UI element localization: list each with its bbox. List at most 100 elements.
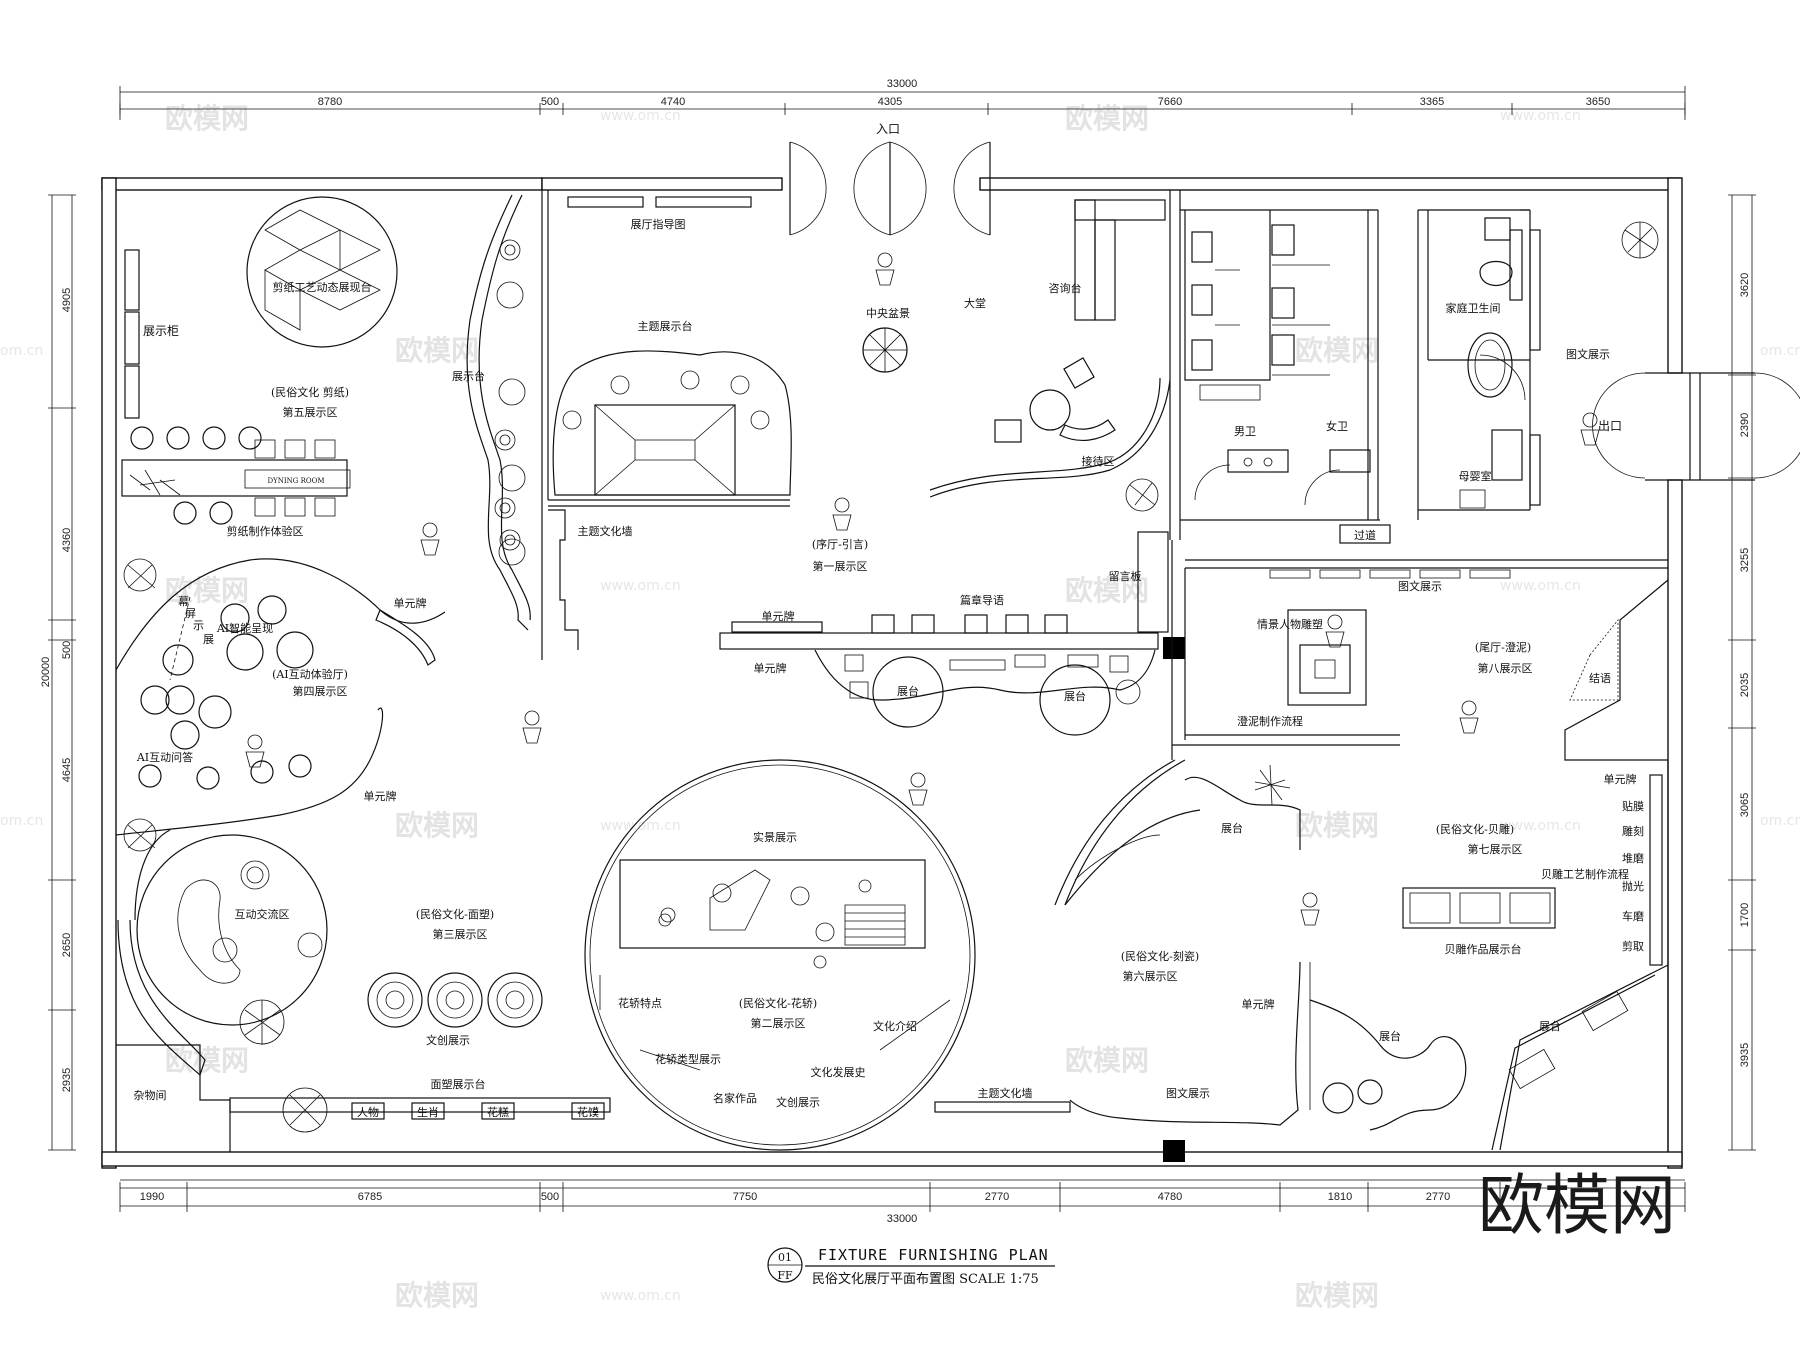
unit-sign-label-4: 单元牌 bbox=[364, 789, 397, 803]
graphic-panel[interactable] bbox=[1529, 434, 1541, 506]
dough-tag-group: 人物 生肖 花糕 花馍 bbox=[351, 1102, 605, 1120]
dim-bottom-7: 1810 bbox=[1328, 1191, 1352, 1203]
title-block: 01 FF FIXTURE FURNISHING PLAN 民俗文化展厅平面布置… bbox=[767, 1246, 1055, 1287]
corridor-sign bbox=[1339, 524, 1391, 544]
watermark-site: www.om.cn bbox=[600, 1288, 681, 1304]
drawing-code: FF bbox=[777, 1269, 793, 1282]
display-cabinet[interactable] bbox=[124, 365, 140, 419]
graphic-display-label: 图文展示 bbox=[1166, 1086, 1210, 1100]
table-text: DYNING ROOM bbox=[268, 477, 325, 485]
booth[interactable] bbox=[1357, 1079, 1383, 1105]
dim-left-total: 20000 bbox=[40, 657, 52, 688]
real-scene-stage[interactable] bbox=[619, 859, 926, 949]
zone7-sub: 第七展示区 bbox=[1468, 842, 1523, 856]
display-stand-strip[interactable]: 展示台 bbox=[452, 194, 531, 631]
process-step: 抛光 bbox=[1622, 879, 1644, 893]
chapter-guide: 篇章导语 单元牌 单元牌 展台 展台 bbox=[719, 593, 1159, 736]
watermark-site: om.cn bbox=[1760, 343, 1800, 359]
toilet[interactable] bbox=[1271, 334, 1295, 366]
dim-bottom-8: 2770 bbox=[1426, 1191, 1450, 1203]
entrance-label: 入口 bbox=[876, 122, 900, 136]
dim-left-4: 4645 bbox=[61, 758, 73, 782]
toilet[interactable] bbox=[1484, 217, 1511, 241]
dim-bottom-6: 4780 bbox=[1158, 1191, 1182, 1203]
toilet[interactable] bbox=[1191, 284, 1213, 316]
armchair[interactable] bbox=[994, 419, 1022, 443]
unit-sign-label: 单元牌 bbox=[762, 609, 795, 623]
entrance-door[interactable]: 入口 bbox=[789, 122, 991, 236]
booth[interactable] bbox=[1039, 664, 1111, 736]
dim-right-6: 1700 bbox=[1739, 903, 1751, 927]
plant-icon bbox=[1125, 478, 1159, 512]
ai-stool-group[interactable] bbox=[138, 595, 314, 790]
booth-label-2: 展台 bbox=[1064, 689, 1086, 703]
chair-group[interactable] bbox=[254, 439, 336, 517]
display-cabinet[interactable] bbox=[124, 249, 140, 311]
screen-char-2: 屏 bbox=[185, 607, 196, 620]
zone2-sub: 第二展示区 bbox=[751, 1016, 806, 1030]
shell-works-stage[interactable] bbox=[1402, 887, 1556, 929]
bathtub[interactable] bbox=[1467, 332, 1513, 398]
reception-table[interactable] bbox=[1029, 389, 1071, 431]
dough-stage[interactable] bbox=[229, 1097, 611, 1113]
graphic-panel[interactable] bbox=[1529, 229, 1541, 351]
booth[interactable] bbox=[872, 656, 944, 728]
toilet[interactable] bbox=[1191, 231, 1213, 263]
mud-process-label: 澄泥制作流程 bbox=[1237, 714, 1303, 728]
plant-icon bbox=[123, 558, 157, 852]
dim-right-5: 3065 bbox=[1739, 793, 1751, 817]
restrooms: 男卫 女卫 过道 家庭卫生间 母婴室 bbox=[1184, 210, 1526, 544]
guide-panel[interactable] bbox=[567, 196, 644, 208]
zone8-sub: 第八展示区 bbox=[1478, 661, 1533, 675]
theme-wall-panel[interactable] bbox=[934, 1101, 1071, 1113]
toilet[interactable] bbox=[1271, 287, 1295, 319]
dim-left-3: 500 bbox=[61, 641, 73, 659]
urinal[interactable] bbox=[1191, 339, 1213, 371]
zone5-title: (民俗文化 剪纸) bbox=[271, 385, 349, 399]
brand-watermark: 欧模网 bbox=[1478, 1167, 1676, 1244]
unit-sign-label-2: 单元牌 bbox=[754, 661, 787, 675]
scene-sculpture-base[interactable] bbox=[1287, 609, 1367, 706]
dim-bottom-5: 2770 bbox=[985, 1191, 1009, 1203]
message-board[interactable] bbox=[1137, 531, 1169, 633]
watermark-text: 欧模网 bbox=[395, 334, 479, 367]
exit-door[interactable]: 出口 bbox=[1592, 372, 1800, 481]
dough-tag: 人物 bbox=[357, 1105, 379, 1119]
booth-label: 展台 bbox=[897, 684, 919, 698]
graphic-display-right-label: 图文展示 bbox=[1566, 347, 1610, 361]
process-panel[interactable] bbox=[1649, 774, 1663, 966]
watermark-layer: 欧模网 欧模网 欧模网 欧模网 欧模网 欧模网 欧模网 欧模网 欧模网 欧模网 … bbox=[0, 102, 1800, 1312]
zone2-title: (民俗文化-花轿) bbox=[739, 996, 817, 1010]
dim-bottom-2: 6785 bbox=[358, 1191, 382, 1203]
interact-label: 互动交流区 bbox=[235, 907, 290, 921]
conclusion-label: 结语 bbox=[1589, 672, 1611, 685]
toilet[interactable] bbox=[1271, 224, 1295, 256]
dim-top-7: 3650 bbox=[1586, 96, 1610, 108]
dough-tag: 花馍 bbox=[577, 1106, 599, 1119]
watermark-site: www.om.cn bbox=[1500, 818, 1581, 834]
person-icon-group bbox=[245, 252, 1600, 969]
papercut-table[interactable] bbox=[121, 459, 348, 497]
watermark-text: 欧模网 bbox=[395, 809, 479, 842]
unit-sign-panel[interactable] bbox=[731, 621, 823, 633]
chapter-guide-panel[interactable] bbox=[719, 632, 1159, 650]
zone1-title: (序厅-引言) bbox=[812, 537, 868, 551]
display-cabinet[interactable] bbox=[124, 311, 140, 365]
exit-label: 出口 bbox=[1598, 419, 1622, 433]
sedan-types-label: 花轿类型展示 bbox=[655, 1052, 721, 1066]
guide-panel[interactable] bbox=[655, 196, 752, 208]
unit-sign-label-5: 单元牌 bbox=[1604, 772, 1637, 786]
booth-label-3: 展台 bbox=[1221, 821, 1243, 835]
theme-stage[interactable] bbox=[552, 350, 792, 496]
papercut-dynamic-stage[interactable] bbox=[246, 196, 398, 348]
watermark-text: 欧模网 bbox=[165, 574, 249, 607]
zone2-sedan: 实景展示 (民俗文化-花轿) 第二展示区 花轿特点 花轿类型展示 文化介绍 文化… bbox=[584, 759, 1071, 1151]
booth[interactable] bbox=[1322, 1082, 1354, 1114]
consult-desk[interactable] bbox=[1074, 199, 1166, 221]
stool-row[interactable] bbox=[130, 426, 262, 525]
round-display-group[interactable] bbox=[367, 972, 543, 1028]
armchair[interactable] bbox=[1063, 357, 1095, 389]
dim-left-6: 2935 bbox=[61, 1068, 73, 1092]
consult-reception: 咨询台 接待区 留言板 bbox=[929, 199, 1171, 633]
toilet[interactable] bbox=[1479, 260, 1513, 286]
